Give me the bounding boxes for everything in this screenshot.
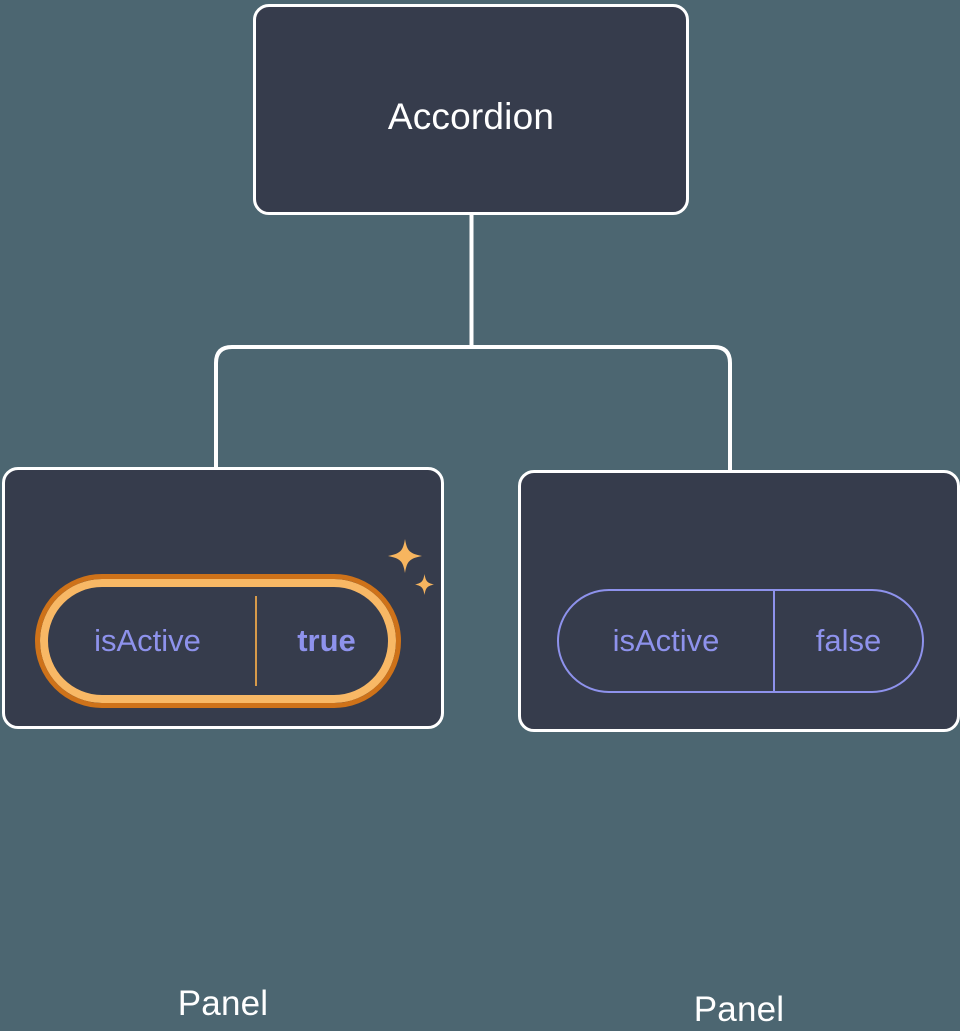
prop-pill-isactive-true[interactable]: isActive true (35, 574, 401, 708)
prop-value-label: false (815, 623, 882, 658)
prop-divider (255, 596, 257, 686)
root-node-title: Accordion (387, 96, 555, 137)
prop-value-label: true (297, 623, 356, 658)
prop-name-label: isActive (94, 623, 201, 658)
panel-node-left-title: Panel (177, 984, 269, 1023)
prop-name-label: isActive (612, 623, 720, 658)
prop-pill-isactive-false[interactable]: isActive false (557, 589, 924, 693)
component-tree-diagram: Accordion Panel isActive true Panel isAc… (2, 4, 960, 1029)
prop-divider (773, 591, 775, 691)
panel-node-right-title: Panel (693, 990, 785, 1029)
root-node-accordion[interactable]: Accordion (253, 4, 689, 215)
